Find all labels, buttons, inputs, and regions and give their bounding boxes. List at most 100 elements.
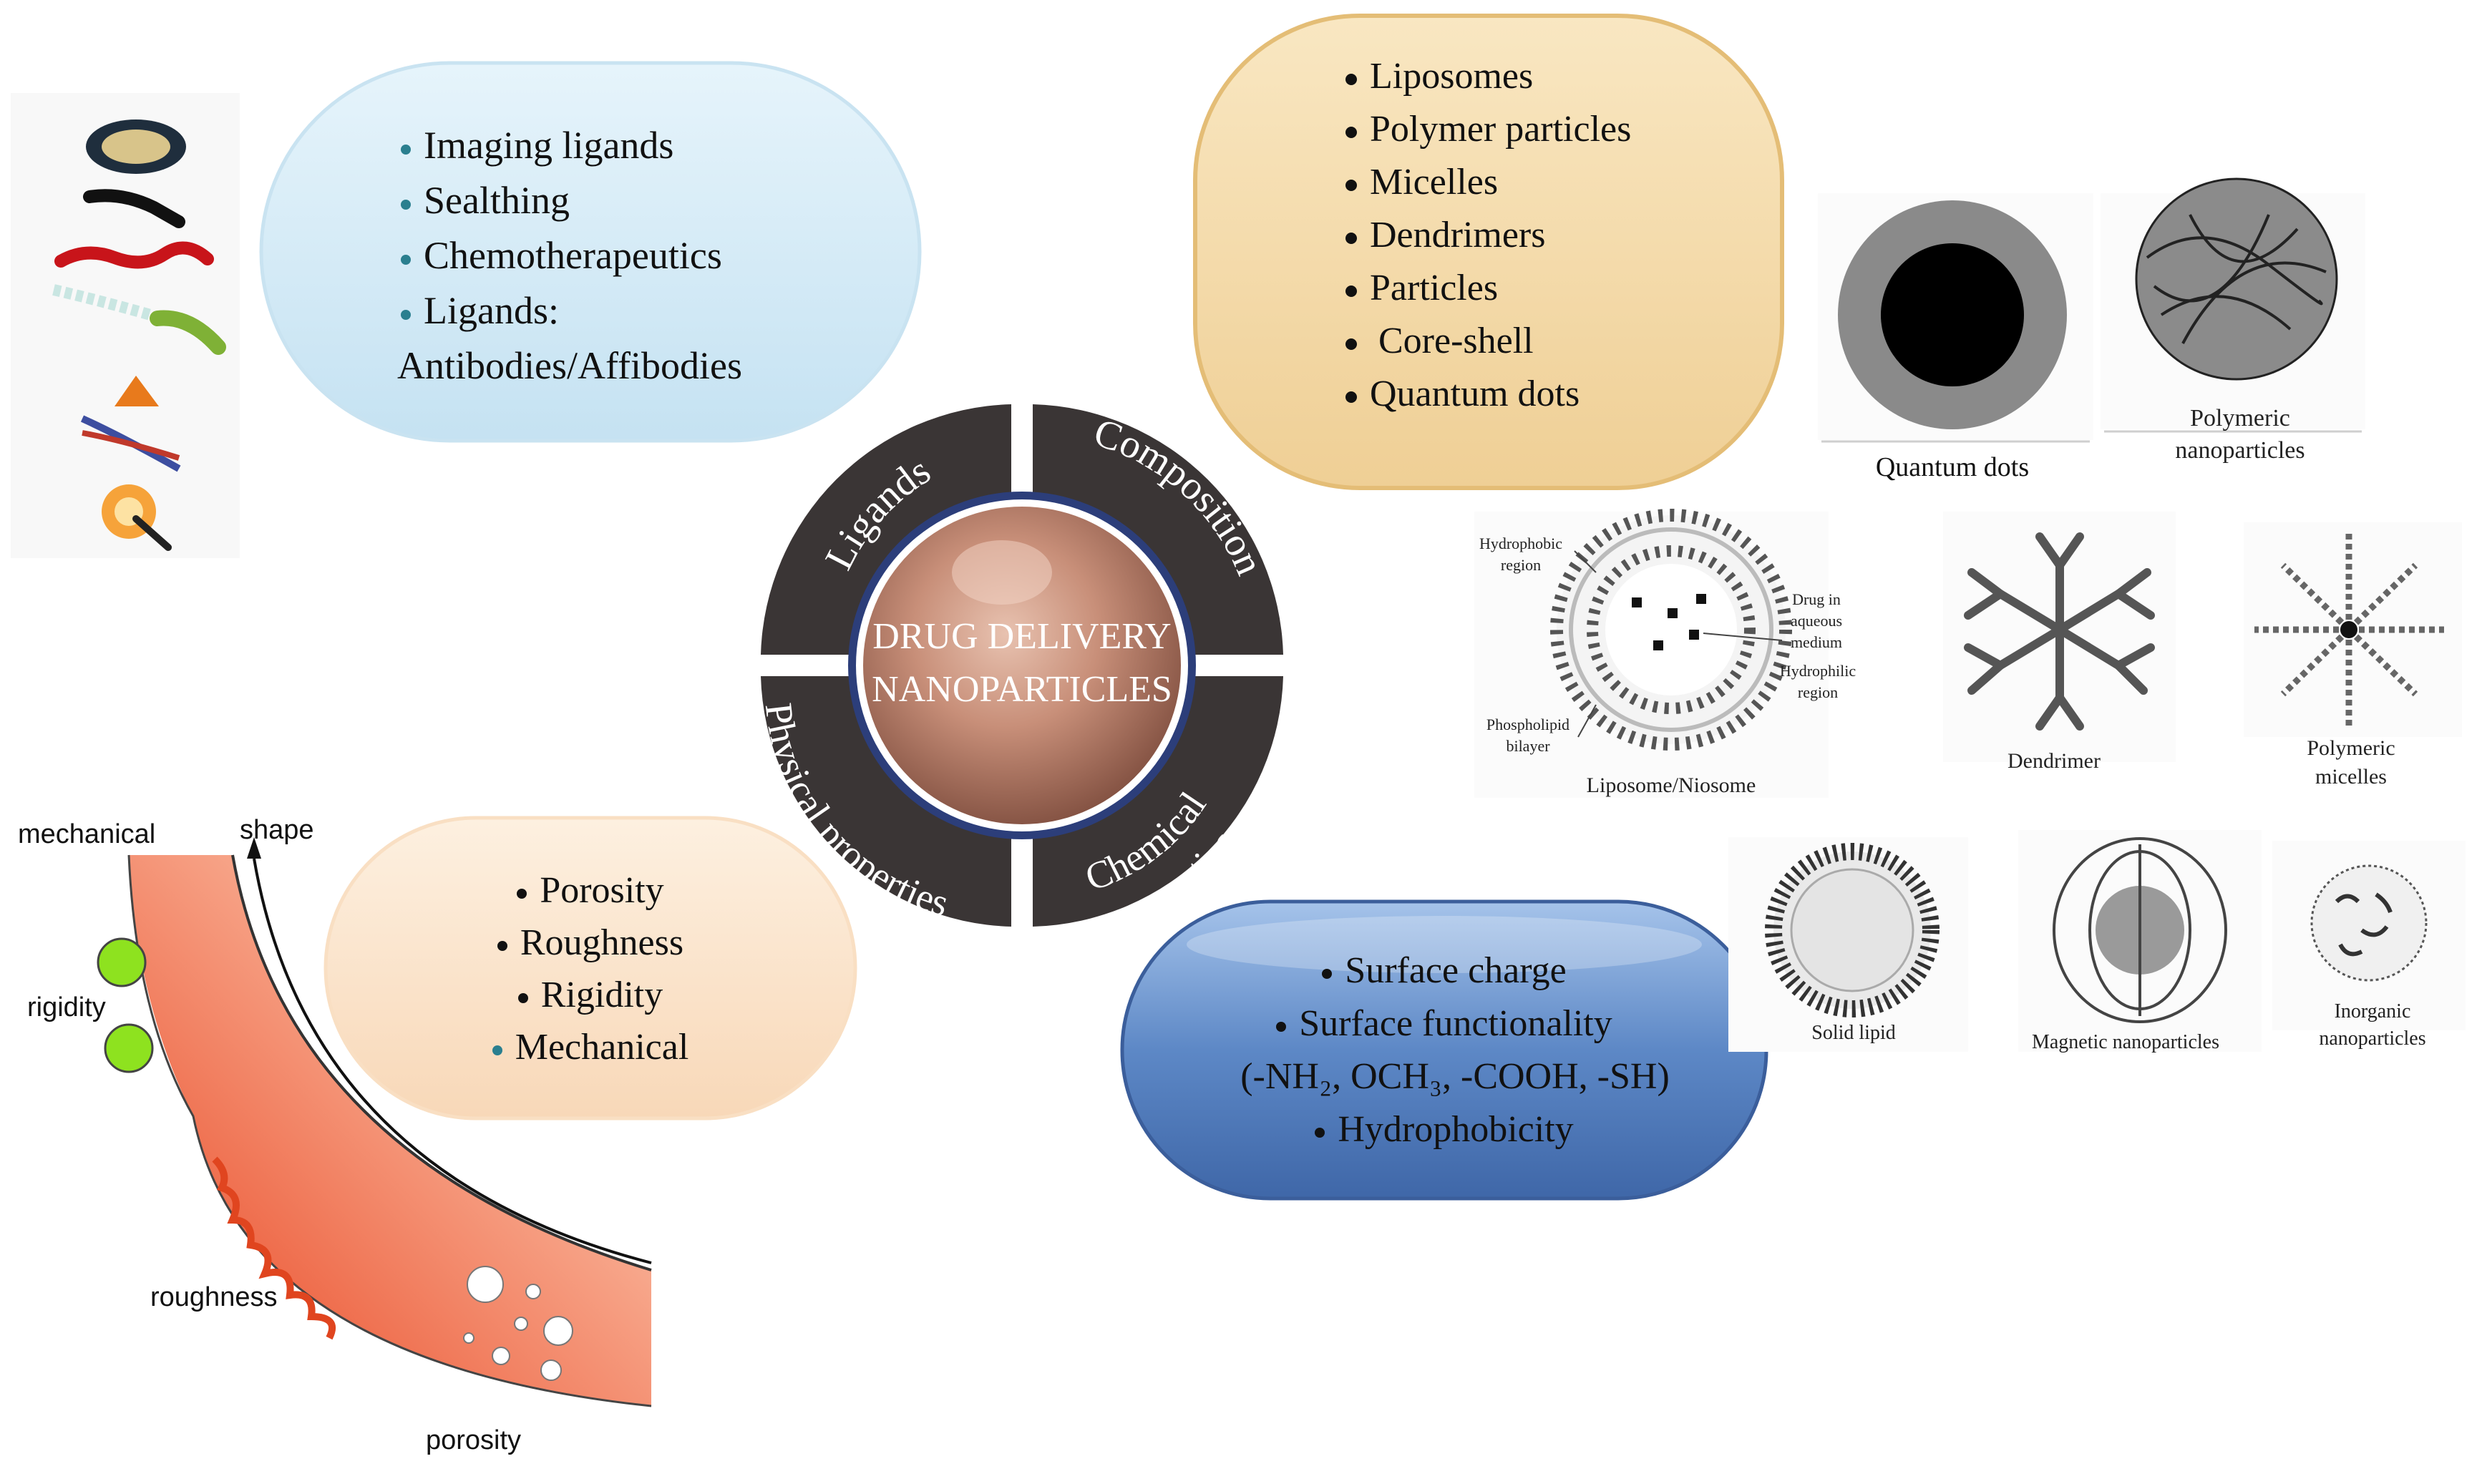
- ligand-icons: [11, 93, 240, 558]
- ligand-item: Chemotherapeutics: [401, 228, 742, 283]
- bullet-icon: [401, 199, 411, 210]
- bullet-icon: [401, 144, 411, 155]
- segment-composition: [1033, 404, 1283, 655]
- magnetic-field-line: [2053, 837, 2227, 1023]
- composition-item: Liposomes: [1345, 50, 1631, 103]
- orange-triangle-icon: [115, 376, 159, 406]
- bullet-icon: [1345, 74, 1357, 86]
- bullet-icon: [517, 993, 528, 1004]
- label-quantum-dots: Quantum dots: [1876, 452, 2029, 482]
- composition-box: [1193, 14, 1784, 490]
- composition-list: Liposomes Polymer particles Micelles Den…: [1345, 50, 1631, 421]
- surface-figure: [97, 837, 652, 1407]
- label-polymeric-micelles-line2: micelles: [2315, 765, 2387, 789]
- label-inorganic-line2: nanoparticles: [2319, 1027, 2425, 1050]
- ligands-list: Imaging ligands Sealthing Chemotherapeut…: [397, 118, 742, 394]
- chemical-formula: (-NH₂, OCH₃, -COOH, -SH): [1240, 1056, 1670, 1097]
- bullet-icon: [497, 941, 507, 952]
- label-phospholipid-line1: Phospholipid: [1486, 716, 1569, 733]
- label-inorganic-line1: Inorganic: [2335, 1000, 2411, 1022]
- pore: [543, 1316, 573, 1346]
- label-hydrophilic-line1: Hydrophilic: [1780, 662, 1856, 680]
- label-dendrimer: Dendrimer: [2007, 749, 2101, 773]
- chemical-item: Surface functionality: [1122, 997, 1766, 1050]
- physical-item: Porosity: [326, 864, 855, 917]
- physical-item: Roughness: [326, 917, 855, 969]
- center-title-line2: NANOPARTICLES: [872, 669, 1172, 710]
- center-title-line1: DRUG DELIVERY: [872, 616, 1171, 657]
- bullet-icon: [1276, 1022, 1287, 1033]
- black-chain-icon: [83, 189, 185, 228]
- inorganic-nanoparticle-icon: [2310, 864, 2428, 982]
- ligands-box: [259, 61, 922, 443]
- nanoparticle-figures: [1474, 177, 2466, 1052]
- roughness-bumps: [212, 1156, 336, 1340]
- pore: [492, 1347, 510, 1365]
- composition-item: Micelles: [1345, 156, 1631, 209]
- bullet-icon: [1322, 969, 1333, 980]
- bullet-icon: [1345, 338, 1357, 351]
- pore: [525, 1284, 541, 1299]
- pore: [514, 1317, 528, 1331]
- composition-item: Particles: [1345, 262, 1631, 315]
- label-hydrophilic-line2: region: [1798, 683, 1838, 701]
- red-chain-icon: [54, 241, 214, 269]
- label-polymeric-np-line1: Polymeric: [2190, 405, 2290, 431]
- bullet-icon: [1345, 285, 1357, 298]
- rigidity-ball-1: [97, 937, 147, 987]
- bullet-icon: [1345, 233, 1357, 245]
- pore: [467, 1266, 504, 1303]
- label-rigidity: rigidity: [27, 992, 106, 1022]
- chemical-item: Hydrophobicity: [1122, 1103, 1766, 1156]
- label-drug-line2: aqueous: [1791, 612, 1842, 630]
- physical-list: Porosity Roughness Rigidity Mechanical: [326, 864, 855, 1073]
- center-wheel: [761, 404, 1283, 927]
- label-polymeric-np-line2: nanoparticles: [2175, 437, 2305, 464]
- label-porosity: porosity: [426, 1425, 521, 1455]
- bullet-icon: [401, 254, 411, 265]
- pore: [540, 1359, 562, 1381]
- bullet-icon: [1345, 127, 1357, 139]
- bullet-icon: [1345, 391, 1357, 404]
- chemical-list: Surface charge Surface functionality (-N…: [1122, 944, 1766, 1156]
- ligand-continuation: Antibodies/Affibodies: [397, 344, 742, 387]
- label-hydrophobic-line2: region: [1501, 556, 1541, 574]
- label-mechanical: mechanical: [18, 819, 155, 849]
- surface-slab: [129, 855, 651, 1406]
- ligand-item: Imaging ligands: [401, 118, 742, 173]
- bullet-icon: [1345, 180, 1357, 192]
- bullet-icon: [517, 889, 527, 899]
- sphere: [863, 507, 1181, 824]
- antibody-chain-icon: [52, 284, 152, 321]
- chemical-item: Surface charge: [1122, 944, 1766, 997]
- shape-arrow-line: [253, 858, 652, 1264]
- composition-item: Polymer particles: [1345, 103, 1631, 156]
- physical-item: Mechanical: [326, 1021, 855, 1073]
- label-polymeric-micelles-line1: Polymeric: [2307, 736, 2395, 760]
- ligand-item: Ligands:: [401, 283, 742, 338]
- segment-ligands: [761, 404, 1011, 655]
- label-phospholipid-line2: bilayer: [1506, 737, 1550, 755]
- physical-item: Rigidity: [326, 969, 855, 1021]
- label-hydrophobic-line1: Hydrophobic: [1479, 534, 1562, 552]
- label-drug-line3: medium: [1791, 633, 1842, 651]
- segment-physical: [761, 676, 1011, 927]
- segment-chemical: [1033, 676, 1283, 927]
- label-drug-line1: Drug in: [1792, 590, 1841, 608]
- pore: [463, 1332, 474, 1344]
- physical-box: [323, 816, 857, 1121]
- dendrimer-icon: [1964, 532, 2155, 731]
- label-shape: shape: [240, 815, 314, 845]
- composition-item: Dendrimers: [1345, 209, 1631, 262]
- ligand-item: Sealthing: [401, 173, 742, 228]
- bullet-icon: [1315, 1128, 1325, 1138]
- label-magnetic: Magnetic nanoparticles: [2032, 1031, 2219, 1053]
- rigidity-ball-2: [104, 1023, 154, 1073]
- label-roughness: roughness: [150, 1282, 277, 1312]
- label-liposome: Liposome/Niosome: [1587, 773, 1756, 797]
- bullet-icon: [401, 309, 411, 320]
- composition-item: Core-shell: [1345, 315, 1631, 368]
- composition-item: Quantum dots: [1345, 368, 1631, 421]
- label-solid-lipid: Solid lipid: [1811, 1022, 1895, 1044]
- bullet-icon: [492, 1045, 502, 1056]
